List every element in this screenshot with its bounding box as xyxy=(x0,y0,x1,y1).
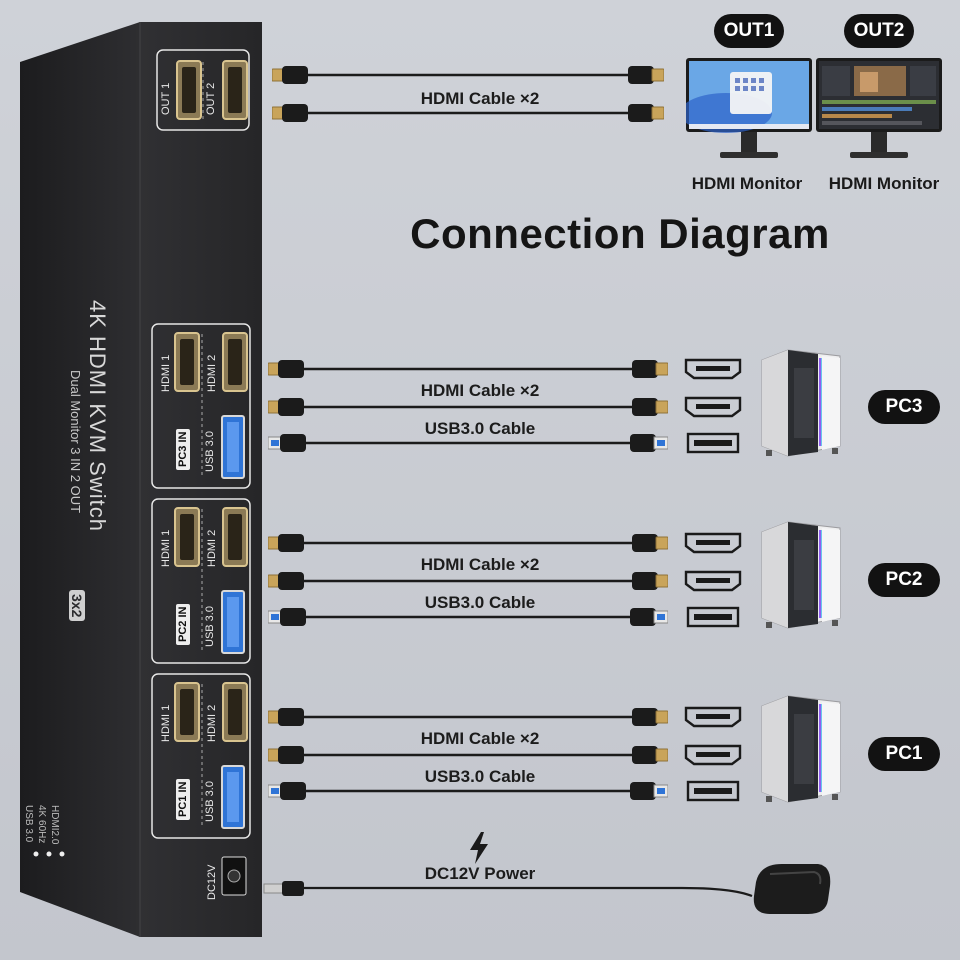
hdmi2-cable xyxy=(268,398,668,416)
usb-port-label: USB 3.0 xyxy=(204,781,216,822)
output-cable-label: HDMI Cable ×2 xyxy=(420,89,540,108)
status-leds xyxy=(33,851,65,857)
hdmi-cable-label: HDMI Cable ×2 xyxy=(420,381,540,400)
usb-cable xyxy=(268,434,668,452)
pc-tower xyxy=(761,695,841,803)
hdmi1-cable xyxy=(268,708,668,726)
spec-usb: USB 3.0 xyxy=(23,805,34,843)
hdmi2-port-label: HDMI 2 xyxy=(206,704,218,742)
out2-badge: OUT2 xyxy=(844,14,914,48)
pc-in-label: PC2 IN xyxy=(176,603,190,645)
hdmi1-port-label: HDMI 1 xyxy=(160,354,172,392)
out2-hdmi-cable xyxy=(272,104,664,122)
device-name: 4K HDMI KVM Switch xyxy=(85,300,110,532)
hdmi-port-icon xyxy=(684,570,742,592)
hdmi1-port[interactable] xyxy=(172,330,202,394)
hdmi2-cable xyxy=(268,746,668,764)
hdmi-port-icon xyxy=(684,706,742,728)
hdmi-port-icon xyxy=(684,396,742,418)
hdmi1-port-label: HDMI 1 xyxy=(160,529,172,567)
hdmi-port-icon xyxy=(684,532,742,554)
power-cable-label: DC12V Power xyxy=(424,864,536,883)
hdmi2-port[interactable] xyxy=(220,680,250,744)
hdmi-cable-label: HDMI Cable ×2 xyxy=(420,555,540,574)
spec-hdmi: HDMI2.0 xyxy=(49,805,60,845)
out1-hdmi-port[interactable] xyxy=(174,58,204,122)
hdmi-port-icon xyxy=(684,358,742,380)
hdmi2-port-label: HDMI 2 xyxy=(206,354,218,392)
hdmi1-port[interactable] xyxy=(172,505,202,569)
power-adapter xyxy=(753,864,831,914)
hdmi2-port[interactable] xyxy=(220,330,250,394)
out1-port-label: OUT 1 xyxy=(160,82,172,115)
out1-monitor-label: HDMI Monitor xyxy=(691,174,803,193)
lightning-bolt-icon xyxy=(470,832,488,864)
usb-cable xyxy=(268,782,668,800)
usb-cable-label: USB3.0 Cable xyxy=(424,419,536,438)
hdmi2-port-label: HDMI 2 xyxy=(206,529,218,567)
pc-port-panel xyxy=(151,498,251,664)
out1-hdmi-cable xyxy=(272,66,664,84)
hdmi2-cable xyxy=(268,572,668,590)
out-port-panel xyxy=(156,49,250,131)
usb-cable-label: USB3.0 Cable xyxy=(424,593,536,612)
power-cable xyxy=(263,881,753,898)
pc-port-panel xyxy=(151,323,251,489)
usb-port-icon xyxy=(686,780,740,802)
dc12v-port-label: DC12V xyxy=(206,864,218,900)
pc-in-label: PC3 IN xyxy=(176,428,190,470)
power-port-panel xyxy=(221,856,247,896)
pc-port-panel xyxy=(151,673,251,839)
model-badge: 3x2 xyxy=(69,590,85,622)
pc-badge: PC3 xyxy=(868,390,940,424)
diagram-title: Connection Diagram xyxy=(410,210,830,257)
hdmi1-cable xyxy=(268,534,668,552)
usb-cable xyxy=(268,608,668,626)
pc-in-label: PC1 IN xyxy=(176,778,190,820)
hdmi-port-icon xyxy=(684,744,742,766)
out1-badge: OUT1 xyxy=(714,14,784,48)
usb3-port[interactable] xyxy=(220,589,246,655)
device-subtitle: Dual Monitor 3 IN 2 OUT xyxy=(68,370,83,514)
out2-port-label: OUT 2 xyxy=(205,82,217,115)
usb-port-label: USB 3.0 xyxy=(204,606,216,647)
usb-port-icon xyxy=(686,432,740,454)
hdmi2-port[interactable] xyxy=(220,505,250,569)
usb-port-label: USB 3.0 xyxy=(204,431,216,472)
monitor-out2 xyxy=(816,58,942,158)
usb-cable-label: USB3.0 Cable xyxy=(424,767,536,786)
pc-badge: PC2 xyxy=(868,563,940,597)
usb-port-icon xyxy=(686,606,740,628)
hdmi1-port-label: HDMI 1 xyxy=(160,704,172,742)
usb3-port[interactable] xyxy=(220,764,246,830)
pc-badge: PC1 xyxy=(868,737,940,771)
hdmi-cable-label: HDMI Cable ×2 xyxy=(420,729,540,748)
hdmi1-port[interactable] xyxy=(172,680,202,744)
out2-monitor-label: HDMI Monitor xyxy=(828,174,940,193)
monitor-out1 xyxy=(686,58,812,158)
usb3-port[interactable] xyxy=(220,414,246,480)
pc-tower xyxy=(761,521,841,629)
spec-resolution: 4K 60Hz xyxy=(36,805,47,844)
out2-hdmi-port[interactable] xyxy=(220,58,250,122)
pc-tower xyxy=(761,349,841,457)
hdmi1-cable xyxy=(268,360,668,378)
